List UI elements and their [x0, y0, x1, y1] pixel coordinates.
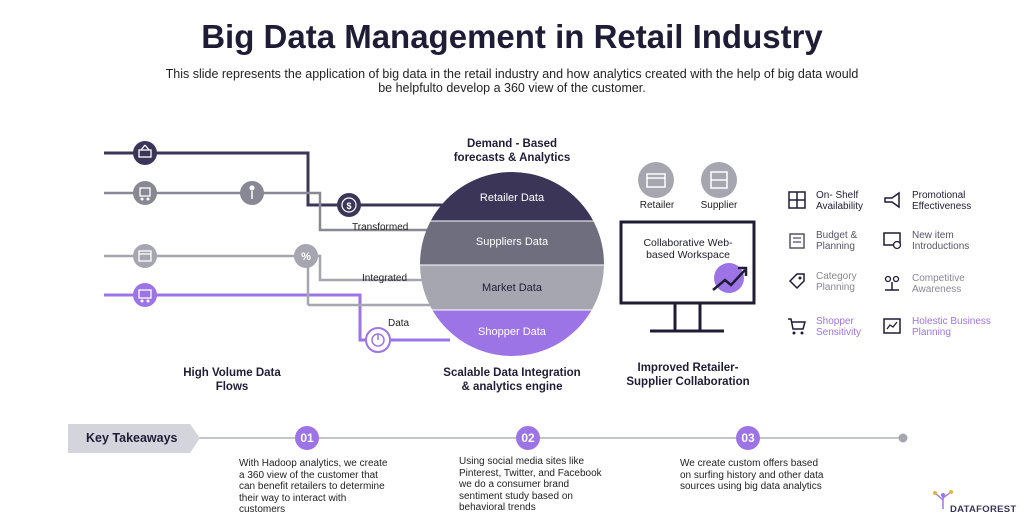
engine-layer-suppliers: Suppliers Data — [475, 236, 549, 248]
benefit-label: Competitive Awareness — [912, 273, 965, 295]
new-item-icon — [883, 232, 902, 250]
tag-icon — [788, 273, 805, 290]
takeaways-header: Key Takeaways — [86, 431, 178, 445]
megaphone-icon — [884, 191, 900, 209]
takeaway-text-3: We create custom offers based on surfing… — [680, 458, 824, 492]
engine-band-1 — [420, 221, 604, 265]
integrated-label: Integrated — [362, 273, 408, 284]
retailer-icon — [638, 162, 674, 198]
takeaway-text-2: Using social media sites like Pinterest,… — [459, 456, 602, 513]
engine-layer-retailer: Retailer Data — [479, 192, 545, 204]
collab-bottom-label: Improved Retailer-Supplier Collaboration — [626, 362, 750, 388]
person-node-icon — [240, 181, 264, 205]
trolley-node-icon — [133, 181, 157, 205]
high-volume-label: High Volume Data Flows — [183, 367, 281, 393]
chart-node-icon — [365, 327, 391, 353]
engine-layer-shopper: Shopper Data — [478, 326, 546, 338]
takeaways-header-shape — [68, 424, 200, 453]
shelf-icon — [788, 191, 806, 209]
benefit-label: On- Shelf Availability — [816, 190, 864, 212]
benefit-label: New item Introductions — [912, 230, 970, 252]
benefit-label: Promotional Effectiveness — [912, 190, 972, 212]
flow-line-2 — [104, 191, 440, 232]
cart-node-icon — [133, 283, 157, 307]
flow-line-1 — [104, 151, 450, 207]
basket-node-icon — [133, 141, 157, 165]
workspace-label: Collaborative Web-based Workspace — [643, 237, 733, 261]
flow-line-4 — [104, 293, 450, 342]
dataforest-logo: DATAFOREST — [950, 504, 1017, 515]
svg-text:%: % — [301, 251, 311, 263]
takeaway-number-1: 01 — [295, 426, 319, 450]
page-title: Big Data Management in Retail Industry — [201, 18, 823, 55]
takeaway-number-3: 03 — [736, 426, 760, 450]
monitor-icon — [619, 220, 756, 333]
takeaway-number-2: 02 — [516, 426, 540, 450]
timeline-end-dot — [898, 433, 908, 443]
engine-top-label: Demand - Based forecasts & Analytics — [453, 138, 571, 164]
dataforest-logo-icon — [933, 490, 953, 509]
percent-node-icon: % — [294, 244, 318, 268]
transformed-label: Transformed — [352, 222, 409, 233]
supplier-label: Supplier — [700, 200, 738, 211]
data-label: Data — [388, 318, 410, 329]
cart-icon — [788, 318, 806, 335]
flow-line-3 — [104, 254, 430, 282]
takeaway-text-1: With Hadoop analytics, we create a 360 v… — [239, 458, 388, 515]
competition-icon — [884, 275, 900, 291]
budget-icon — [789, 233, 805, 249]
benefit-label: Holestic Business Planning — [912, 316, 991, 338]
retailer-label: Retailer — [639, 200, 675, 211]
engine-bottom-label: Scalable Data Integration & analytics en… — [443, 367, 581, 393]
benefit-label: Category Planning — [816, 271, 857, 293]
engine-layer-market: Market Data — [482, 282, 542, 294]
supplier-icon — [701, 162, 737, 198]
benefit-label: Budget & Planning — [816, 230, 858, 252]
business-planning-icon — [883, 318, 901, 334]
benefit-label: Shopper Sensitivity — [816, 316, 862, 338]
dollar-node-icon: $ — [337, 193, 361, 217]
engine-band-2 — [420, 265, 604, 310]
svg-text:$: $ — [346, 201, 351, 211]
page-subtitle: This slide represents the application of… — [165, 67, 859, 95]
store-node-icon — [133, 244, 157, 268]
